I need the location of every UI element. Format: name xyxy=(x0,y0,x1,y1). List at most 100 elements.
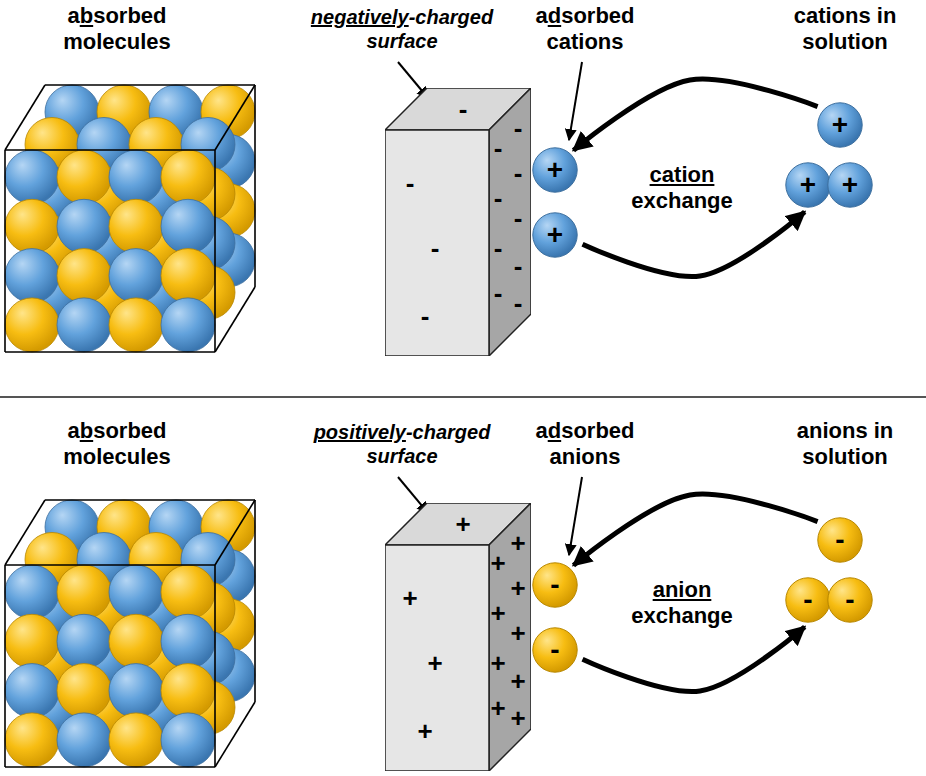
molecule-sphere xyxy=(109,713,163,767)
molecule-sphere xyxy=(5,199,59,253)
charge-sign: + xyxy=(488,693,508,723)
molecule-sphere xyxy=(57,565,111,619)
molecule-sphere xyxy=(5,150,59,204)
molecule-sphere xyxy=(161,199,215,253)
molecule-sphere xyxy=(5,249,59,303)
cube-edge xyxy=(215,500,255,565)
surface-front-face xyxy=(385,545,489,771)
adsorbed-label: adsorbed cations xyxy=(523,3,648,55)
ion-circle: - xyxy=(532,562,578,608)
charge-sign: + xyxy=(508,703,528,733)
cube-edge xyxy=(5,500,45,565)
charge-sign: - xyxy=(453,94,473,124)
charge-sign: - xyxy=(508,203,528,233)
charge-sign: - xyxy=(508,288,528,318)
cube-label: absorbed molecules xyxy=(42,418,192,470)
molecule-sphere xyxy=(161,565,215,619)
ion-sphere xyxy=(828,578,872,622)
charge-sign: - xyxy=(400,168,420,198)
ion-circle: + xyxy=(827,162,873,208)
charge-sign: - xyxy=(488,183,508,213)
ion-sphere xyxy=(786,578,830,622)
charge-sign: - xyxy=(508,251,528,281)
node-shape xyxy=(385,88,531,356)
cube-edge xyxy=(254,500,256,702)
charge-sign: - xyxy=(488,233,508,263)
molecule-sphere xyxy=(109,565,163,619)
ion-circle: + xyxy=(817,102,863,148)
charge-sign: - xyxy=(488,278,508,308)
molecule-sphere xyxy=(109,199,163,253)
exchange-label: anion exchange xyxy=(622,577,742,629)
charge-sign: - xyxy=(508,113,528,143)
ion-charge: - xyxy=(532,562,578,608)
absorbed-cube xyxy=(5,500,255,767)
ion-circle: + xyxy=(532,212,578,258)
charged-surface: ------------- xyxy=(385,88,531,356)
charge-sign: + xyxy=(488,598,508,628)
ion-charge: - xyxy=(817,517,863,563)
ion-circle: - xyxy=(785,577,831,623)
charge-sign: + xyxy=(453,509,473,539)
charge-sign: + xyxy=(425,648,445,678)
ion-circle: + xyxy=(532,147,578,193)
exchange-arrow xyxy=(583,627,805,692)
cube-edge xyxy=(215,85,255,150)
cube-edge xyxy=(215,702,255,767)
ion-charge: + xyxy=(532,147,578,193)
exchange-label: cation exchange xyxy=(622,162,742,214)
cube-edge xyxy=(5,351,215,353)
charge-sign: + xyxy=(415,716,435,746)
ion-charge: - xyxy=(785,577,831,623)
charge-sign: + xyxy=(488,648,508,678)
molecule-sphere xyxy=(161,614,215,668)
leader-arrow xyxy=(569,62,582,140)
cube-edge xyxy=(4,565,6,767)
leader-arrow xyxy=(569,477,582,555)
ion-charge: + xyxy=(532,212,578,258)
ion-sphere xyxy=(818,518,862,562)
surface-label: positively-charged surface xyxy=(297,420,507,468)
exchange-arrow xyxy=(583,212,805,277)
cube-edge xyxy=(5,149,215,151)
surface-label: negatively-charged surface xyxy=(297,5,507,53)
node-shape xyxy=(385,503,531,771)
molecule-sphere xyxy=(57,249,111,303)
molecule-sphere xyxy=(5,713,59,767)
cube-edge xyxy=(214,565,216,767)
molecule-sphere xyxy=(57,199,111,253)
cube-label: absorbed molecules xyxy=(42,3,192,55)
ion-sphere xyxy=(533,213,577,257)
panel-divider xyxy=(0,396,926,398)
ion-circle: - xyxy=(817,517,863,563)
charge-sign: - xyxy=(508,158,528,188)
charged-surface: +++++++++++++ xyxy=(385,503,531,771)
ion-sphere xyxy=(533,628,577,672)
ion-sphere xyxy=(828,163,872,207)
ion-sphere xyxy=(533,563,577,607)
absorbed-cube xyxy=(5,85,255,352)
surface-side-face xyxy=(489,503,531,771)
molecule-sphere xyxy=(57,614,111,668)
cube-edge xyxy=(5,85,45,150)
charge-sign: + xyxy=(508,666,528,696)
molecule-sphere xyxy=(109,614,163,668)
charge-sign: + xyxy=(400,583,420,613)
charge-sign: - xyxy=(425,233,445,263)
molecule-sphere xyxy=(57,664,111,718)
ion-sphere xyxy=(786,163,830,207)
ion-circle: - xyxy=(532,627,578,673)
molecule-sphere xyxy=(161,664,215,718)
ion-charge: - xyxy=(827,577,873,623)
charge-sign: + xyxy=(508,618,528,648)
ion-sphere xyxy=(533,148,577,192)
ion-charge: + xyxy=(785,162,831,208)
ion-charge: + xyxy=(827,162,873,208)
molecule-sphere xyxy=(161,713,215,767)
molecule-sphere xyxy=(161,249,215,303)
ion-circle: - xyxy=(827,577,873,623)
cube-edge xyxy=(215,287,255,352)
adsorbed-label: adsorbed anions xyxy=(523,418,648,470)
ion-circle: + xyxy=(785,162,831,208)
